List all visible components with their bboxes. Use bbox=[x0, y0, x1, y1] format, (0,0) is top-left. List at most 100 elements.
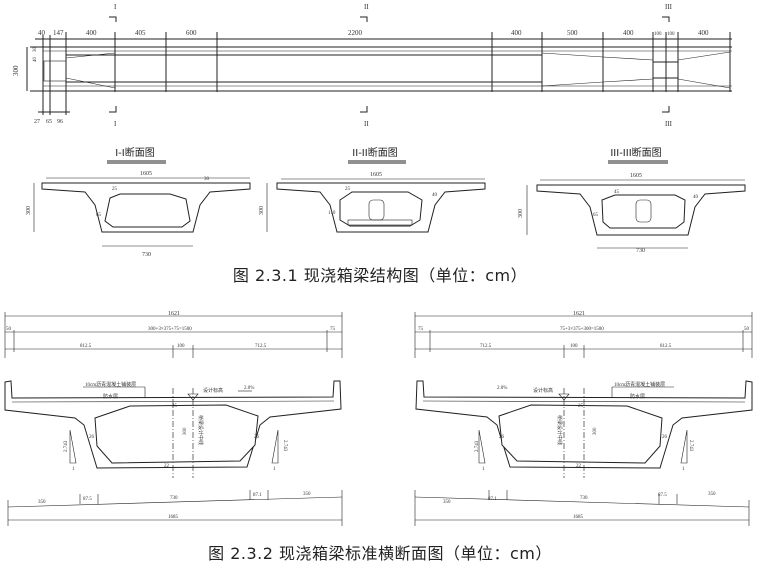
section-title: III-III断面图 bbox=[610, 146, 661, 159]
dim-label: 300 bbox=[593, 427, 598, 435]
dim-label: 300 bbox=[259, 206, 265, 215]
dim-label: 1605 bbox=[370, 172, 382, 178]
dim-label: 22 bbox=[576, 464, 582, 469]
dim-label: 75+3×375+300=1500 bbox=[560, 327, 604, 332]
section-mark: III bbox=[665, 120, 673, 128]
dim-label: 1605 bbox=[140, 171, 152, 177]
dim-label: 65 bbox=[593, 213, 599, 218]
section-i-i: I-I断面图 1605 300 730 25 30 65 bbox=[26, 146, 251, 258]
dim-label: 25 bbox=[112, 187, 118, 192]
dim-label: 400 bbox=[623, 29, 634, 37]
dim-label: 110 bbox=[328, 211, 336, 216]
section-title: II-II断面图 bbox=[352, 146, 397, 159]
annotation: 防水层 bbox=[630, 393, 645, 400]
annotation: 10cm沥青混凝土铺装层 bbox=[85, 381, 136, 388]
section-mark: III bbox=[665, 3, 673, 11]
slope-label: 2.0% bbox=[244, 386, 254, 391]
dim-label: 405 bbox=[135, 29, 146, 37]
dim-label: 400 bbox=[698, 29, 709, 37]
dim-label: 2200 bbox=[348, 29, 363, 37]
dim-label: 50 bbox=[744, 327, 750, 332]
slope-label: 2.0% bbox=[497, 386, 507, 391]
dim-label: 300 bbox=[518, 209, 524, 218]
dim-label: 50 bbox=[6, 327, 12, 332]
dim-label: 400 bbox=[86, 29, 97, 37]
section-iii-iii: III-III断面图 1605 300 730 45 40 65 bbox=[518, 146, 746, 254]
dim-label: 40 bbox=[432, 193, 438, 198]
figure-caption-2-3-2: 图 2.3.2 现浇箱梁标准横断面图（单位：cm） bbox=[208, 544, 552, 563]
girder-elevation: 40 147 400 405 600 2200 400 500 400 100 … bbox=[12, 3, 732, 128]
section-ii-ii: II-II断面图 1605 300 25 40 110 bbox=[259, 146, 486, 233]
standard-section-left: 1621 50 300+3×375+75=1500 75 812.5 100 7… bbox=[4, 311, 343, 526]
dim-label: 30 bbox=[204, 177, 210, 182]
dim-label: 100 bbox=[667, 32, 675, 37]
dim-label: 26 bbox=[499, 435, 505, 440]
dim-label: 25 bbox=[578, 404, 584, 409]
slope-label: 2.743 bbox=[688, 440, 693, 452]
dim-label: 40 bbox=[693, 195, 699, 200]
dim-label: 87.1 bbox=[253, 493, 262, 498]
dim-label: 100 bbox=[654, 32, 662, 37]
dim-label: 350 bbox=[708, 492, 716, 497]
dim-label: 350 bbox=[303, 492, 311, 497]
annotation: 10cm沥青混凝土铺装层 bbox=[614, 381, 665, 388]
dim-label: 100 bbox=[570, 344, 578, 349]
dim-label: 26 bbox=[662, 435, 668, 440]
dim-label: 400 bbox=[511, 29, 522, 37]
dim-label: 87.1 bbox=[488, 497, 497, 502]
section-mark: II bbox=[364, 3, 369, 11]
dim-label: 26 bbox=[254, 435, 260, 440]
slope-label: 2.743 bbox=[282, 440, 287, 452]
figure-caption-2-3-1: 图 2.3.1 现浇箱梁结构图（单位：cm） bbox=[232, 266, 528, 285]
centerline-label: 桥梁设计中线 bbox=[197, 415, 204, 445]
dim-label: 147 bbox=[53, 29, 64, 37]
dim-label: 712.5 bbox=[480, 344, 492, 349]
dim-label: 65 bbox=[46, 119, 52, 125]
dim-label: 600 bbox=[186, 29, 197, 37]
annotation: 防水层 bbox=[103, 393, 118, 400]
dim-label: 812.5 bbox=[80, 344, 92, 349]
dim-label: 1685 bbox=[168, 515, 179, 520]
dim-label: 730 bbox=[580, 496, 588, 501]
dim-label: 1621 bbox=[168, 311, 180, 317]
dim-label: 350 bbox=[38, 500, 46, 505]
dim-label: 22 bbox=[164, 464, 170, 469]
dim-label: 1685 bbox=[573, 515, 584, 520]
section-mark: I bbox=[114, 120, 117, 128]
annotation: 设计标高 bbox=[203, 387, 223, 394]
slope-label: 2.743 bbox=[64, 440, 69, 452]
section-mark: I bbox=[114, 3, 117, 11]
dim-label: 40 bbox=[38, 29, 46, 37]
dim-label: 300 bbox=[12, 65, 20, 76]
dim-label: 40 bbox=[33, 57, 38, 63]
section-title: I-I断面图 bbox=[115, 146, 155, 159]
dim-label: 730 bbox=[142, 252, 151, 258]
dim-label: 1621 bbox=[573, 311, 585, 317]
dim-label: 45 bbox=[614, 190, 620, 195]
dim-label: 500 bbox=[567, 29, 578, 37]
dim-label: 730 bbox=[170, 496, 178, 501]
dim-label: 75 bbox=[418, 327, 424, 332]
dim-label: 96 bbox=[57, 119, 63, 125]
standard-section-right: 1621 75 75+3×375+300=1500 50 712.5 100 8… bbox=[414, 311, 753, 526]
dim-label: 300 bbox=[183, 427, 188, 435]
dim-label: 730 bbox=[636, 248, 645, 254]
dim-label: 1605 bbox=[630, 173, 642, 179]
slope-label: 1 bbox=[72, 467, 75, 472]
dim-label: 87.5 bbox=[83, 497, 92, 502]
slope-label: 1 bbox=[682, 467, 685, 472]
dim-label: 26 bbox=[89, 435, 95, 440]
dim-label: 812.5 bbox=[660, 344, 672, 349]
dim-label: 300+3×375+75=1500 bbox=[148, 327, 192, 332]
dim-label: 65 bbox=[96, 213, 102, 218]
dim-label: 300 bbox=[26, 206, 32, 215]
slope-label: 1 bbox=[273, 467, 276, 472]
annotation: 设计标高 bbox=[533, 387, 553, 394]
slope-label: 2.743 bbox=[475, 440, 480, 452]
centerline-label: 桥梁设计中线 bbox=[556, 415, 563, 445]
dim-label: 25 bbox=[172, 404, 178, 409]
dim-label: 27 bbox=[34, 119, 40, 125]
dim-label: 75 bbox=[330, 327, 336, 332]
dim-label: 100 bbox=[177, 344, 185, 349]
dim-label: 712.5 bbox=[255, 344, 267, 349]
